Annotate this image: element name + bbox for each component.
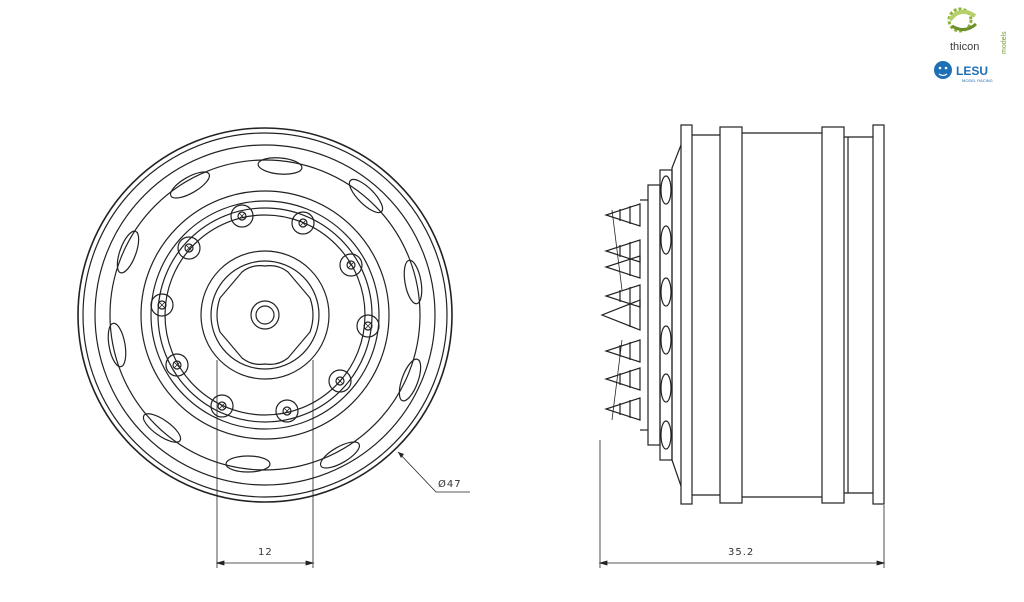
- wheel-nut: [165, 353, 189, 377]
- nut-spike: [604, 339, 641, 363]
- wheel-nut: [177, 236, 201, 260]
- lesu-logo: LESU MODEL RACING: [934, 61, 993, 83]
- total-width-dimension: 35.2: [598, 440, 886, 568]
- nut-spike: [604, 367, 641, 391]
- nut-spikes: [600, 203, 641, 421]
- wheel-front-view: [77, 127, 453, 503]
- nut-spike: [604, 397, 641, 421]
- nut-spike: [604, 203, 641, 227]
- nut-spike: [600, 299, 641, 331]
- hex-hub: [216, 265, 314, 365]
- total-width-label: 35.2: [728, 547, 754, 558]
- diameter-label: Ø47: [438, 478, 462, 490]
- wheel-nut: [328, 369, 352, 393]
- hub-width-dimension: 12: [215, 360, 315, 568]
- wheel-nut: [356, 314, 380, 338]
- lion-head-icon: [934, 61, 952, 79]
- wheel-nut: [210, 394, 234, 418]
- wheel-side-view: [600, 124, 885, 505]
- rim-slots: [107, 157, 423, 473]
- lesu-logo-subtext: MODEL RACING: [962, 78, 993, 83]
- lesu-logo-text: LESU: [956, 64, 988, 78]
- thicon-logo-text: thicon: [950, 41, 979, 53]
- thicon-logo: thicon models: [947, 7, 1008, 54]
- wheel-nut: [275, 399, 299, 423]
- thicon-gear-icon: [947, 7, 978, 33]
- wheel-nut: [230, 204, 254, 228]
- wheel-nut: [150, 293, 174, 317]
- wheel-nut: [291, 211, 315, 235]
- nut-spike: [604, 284, 641, 308]
- wheel-nuts: [150, 204, 380, 423]
- nut-spike: [604, 255, 641, 279]
- nut-spike: [604, 239, 641, 263]
- diameter-dimension: Ø47: [397, 451, 470, 493]
- wheel-nut: [339, 253, 363, 277]
- side-view-holes: [660, 175, 672, 450]
- hub-width-label: 12: [258, 547, 273, 558]
- thicon-logo-subtext: models: [1001, 31, 1008, 54]
